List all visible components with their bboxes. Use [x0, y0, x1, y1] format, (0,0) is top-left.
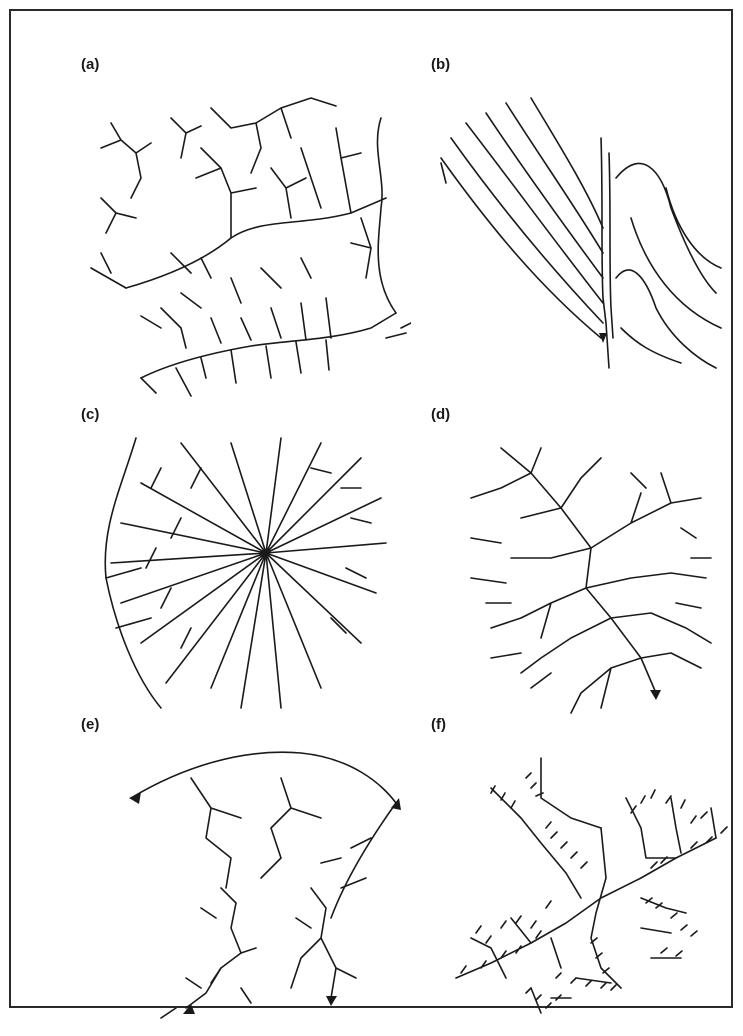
panel-b: (b) [431, 56, 743, 376]
panel-label-f: (f) [431, 716, 446, 733]
panel-label-d: (d) [431, 406, 450, 423]
outlet-arrow-icon [650, 690, 661, 700]
panel-label-e: (e) [81, 716, 99, 733]
drainage-pattern-e [81, 738, 411, 1028]
drainage-pattern-a [81, 78, 411, 398]
drainage-pattern-c [81, 428, 411, 728]
tributary-ticks [461, 773, 727, 1008]
panel-label-a: (a) [81, 56, 99, 73]
panel-f: (f) [431, 716, 743, 1036]
drainage-pattern-f [431, 738, 731, 1028]
panel-c: (c) [81, 406, 421, 726]
panel-d: (d) [431, 406, 743, 726]
flow-arrow-icon [326, 996, 337, 1006]
drainage-pattern-b [431, 78, 731, 398]
figure-frame: (a) (b) [9, 9, 733, 1008]
panel-a: (a) [81, 56, 421, 376]
panel-label-c: (c) [81, 406, 99, 423]
panel-label-b: (b) [431, 56, 450, 73]
drainage-pattern-d [431, 428, 731, 728]
panel-e: (e) [81, 716, 421, 1036]
flow-arrow-icon [129, 792, 141, 804]
